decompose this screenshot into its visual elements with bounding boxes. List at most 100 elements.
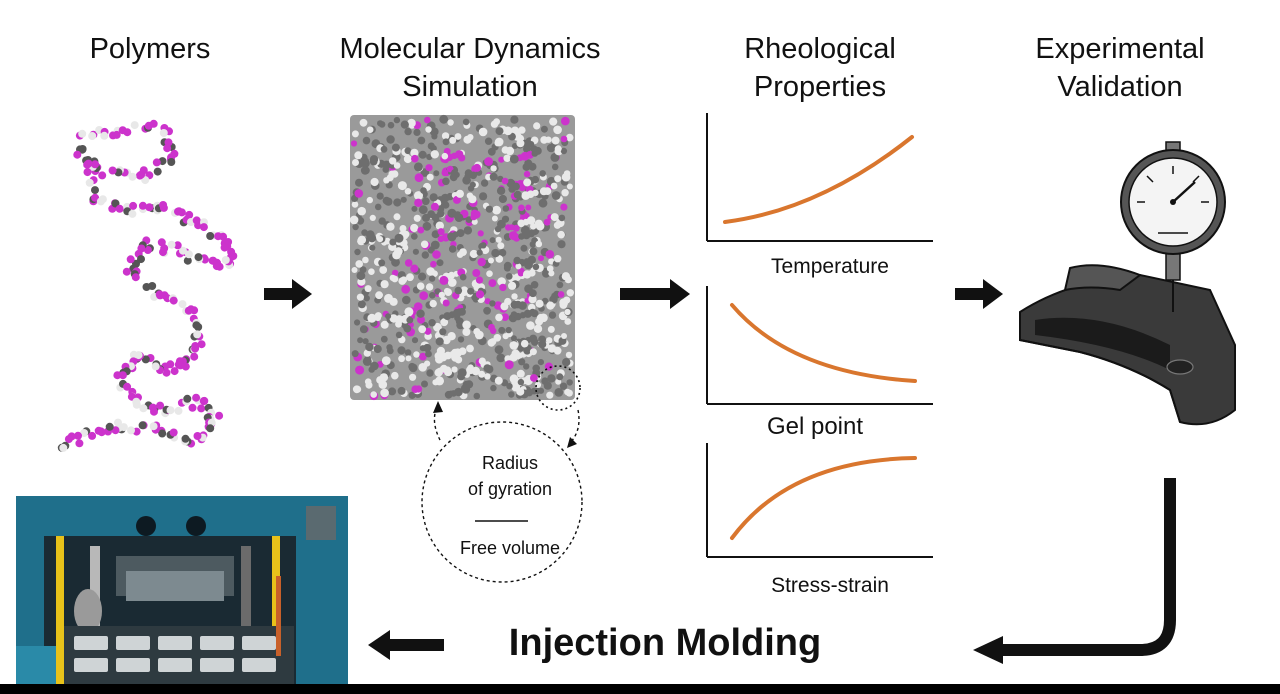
polymer-bead	[139, 404, 148, 413]
md-bead	[444, 368, 453, 377]
md-bead	[514, 300, 522, 309]
polymer-bead	[159, 201, 168, 209]
md-bead	[411, 337, 419, 344]
md-bead	[411, 154, 419, 163]
md-bead	[520, 244, 528, 252]
md-bead	[503, 264, 511, 272]
md-bead	[540, 125, 548, 133]
md-bead	[429, 299, 437, 308]
md-bead	[488, 323, 495, 331]
md-bead	[511, 182, 520, 191]
md-bead	[436, 259, 444, 267]
md-bead	[546, 301, 555, 310]
md-bead	[455, 317, 464, 326]
polymer-bead	[130, 121, 139, 130]
md-bead	[374, 203, 382, 211]
md-bead	[381, 356, 391, 365]
polymer-bead	[80, 429, 89, 437]
md-bead	[388, 387, 397, 396]
md-bead	[387, 121, 395, 129]
polymer-bead	[162, 368, 171, 377]
md-bead	[424, 327, 432, 335]
polymer-bead	[153, 167, 162, 176]
polymer-bead	[128, 209, 137, 218]
md-bead	[497, 242, 505, 250]
polymer-bead	[208, 256, 217, 265]
md-bead	[404, 188, 412, 195]
polymer-bead	[174, 406, 183, 415]
md-bead	[366, 196, 373, 204]
graph-label-stress-strain: Stress-strain	[771, 574, 889, 597]
md-bead	[471, 366, 480, 376]
md-bead	[425, 126, 432, 133]
md-bead	[486, 270, 493, 277]
radius-gyration-diagram	[421, 365, 583, 583]
md-bead	[365, 230, 375, 240]
md-bead	[546, 265, 554, 272]
polymer-bead	[150, 407, 158, 416]
md-bead	[411, 385, 419, 394]
md-bead	[419, 352, 427, 361]
md-bead	[526, 321, 535, 330]
md-bead	[375, 291, 383, 300]
md-bead	[554, 175, 562, 183]
polymer-chain-illustration	[57, 119, 238, 452]
polymer-bead	[143, 246, 152, 254]
md-bead	[365, 342, 374, 352]
md-bead	[546, 391, 554, 399]
md-bead	[376, 236, 384, 243]
polymer-bead	[181, 434, 190, 443]
md-bead	[351, 267, 358, 273]
md-bead	[561, 116, 570, 126]
md-bead	[382, 196, 391, 205]
md-bead	[518, 126, 526, 134]
md-bead	[402, 295, 411, 305]
md-bead	[478, 127, 488, 137]
md-bead	[429, 292, 436, 299]
md-bead	[416, 282, 425, 290]
md-bead	[424, 360, 431, 367]
md-bead	[557, 240, 566, 249]
gyration-label: Radius of gyration	[467, 453, 553, 499]
md-bead	[490, 384, 497, 392]
md-bead	[398, 355, 405, 363]
md-bead	[545, 250, 555, 259]
md-bead	[376, 192, 384, 200]
polymer-bead	[197, 404, 206, 413]
md-bead	[357, 300, 366, 309]
md-bead	[357, 206, 366, 216]
md-bead	[503, 126, 513, 136]
md-bead	[354, 189, 364, 198]
md-bead	[488, 279, 497, 288]
polymer-bead	[159, 129, 168, 137]
md-bead	[430, 150, 439, 159]
md-bead	[380, 335, 388, 343]
arrow-md-to-rheology	[620, 279, 690, 309]
md-bead	[562, 358, 571, 367]
md-bead	[414, 191, 423, 201]
md-bead	[530, 223, 537, 230]
md-bead	[408, 362, 416, 371]
md-bead	[557, 291, 565, 298]
md-bead	[364, 285, 372, 293]
md-bead	[528, 295, 537, 304]
md-bead	[546, 337, 553, 344]
md-bead	[533, 324, 543, 333]
md-bead	[466, 344, 474, 353]
polymer-bead	[188, 403, 197, 412]
md-bead	[458, 347, 467, 355]
polymer-bead	[123, 382, 132, 391]
md-bead	[452, 195, 461, 204]
md-bead	[352, 385, 361, 394]
md-bead	[511, 126, 519, 135]
md-bead	[354, 151, 363, 160]
polymer-bead	[78, 129, 87, 138]
md-bead	[417, 226, 425, 234]
molded-part	[158, 658, 192, 672]
md-bead	[467, 287, 475, 295]
md-bead	[426, 267, 435, 276]
md-bead	[410, 264, 419, 273]
md-bead	[356, 293, 364, 301]
md-bead	[357, 235, 367, 245]
md-bead	[439, 275, 449, 285]
